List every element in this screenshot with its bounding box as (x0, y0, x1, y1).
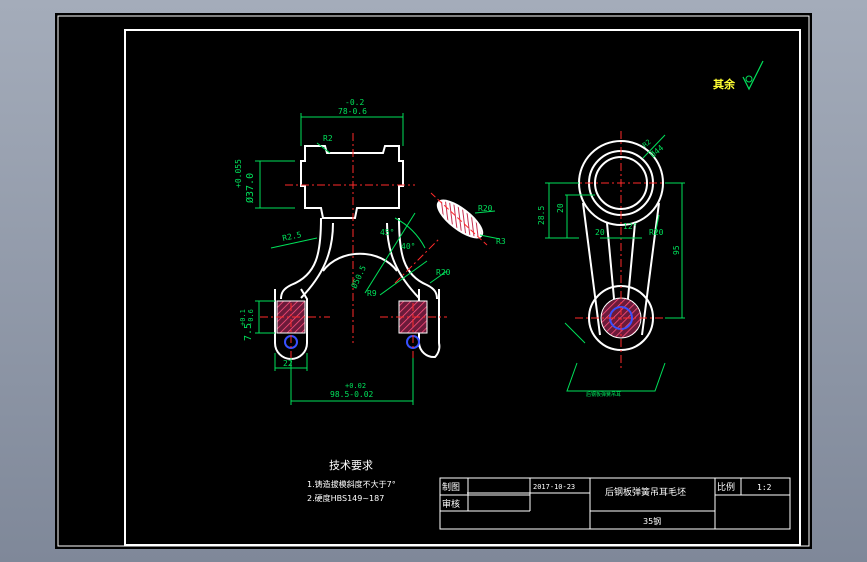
front-dimension-texts: -0.2 78-0.6 R2 +0.055 Ø37.0 R2.5 45° 40°… (234, 98, 451, 399)
dim-left-tol-top: +0.1 (239, 309, 247, 326)
notes-line2: 2.硬度HBS149~187 (307, 493, 384, 503)
dim-r9: R9 (367, 289, 377, 298)
front-centerlines (260, 133, 447, 358)
rib-section: R20 R3 (430, 192, 506, 246)
dim-a45: 45° (380, 228, 394, 237)
side-centerlines (569, 131, 675, 368)
dim-w20: 20 (595, 228, 605, 237)
dim-h20: 20 (556, 203, 565, 213)
dim-r20c: R20 (649, 228, 664, 237)
dim-left-tol-bot: -0.6 (247, 309, 255, 326)
front-dimension-lines (255, 113, 448, 405)
title-block-texts: 制图 审核 2017-10-23 后钢板弹簧吊耳毛坯 比例 1:2 35钢 (442, 481, 772, 526)
tb-scale-label: 比例 (717, 481, 735, 493)
tb-part-name: 后钢板弹簧吊耳毛坯 (605, 486, 686, 498)
technical-notes: 技术要求 1.铸造拔模斜度不大于7° 2.硬度HBS149~187 (307, 459, 396, 503)
tb-drawn-label: 制图 (442, 481, 460, 493)
side-bottom-label: 后钢板弹簧吊耳 (586, 391, 621, 398)
dim-r20b: R20 (478, 204, 493, 213)
dim-left-val: 7.5 (243, 323, 254, 341)
dim-bottom-small: 22 (283, 359, 293, 368)
side-dimension-texts: R2 Ø44 28.5 20 20 12° R20 95 后钢板弹簧吊耳 (537, 138, 681, 398)
dim-ang12: 12° (623, 222, 637, 231)
roughness-symbol: 其余 (713, 60, 764, 91)
dim-r-small: R2 (641, 138, 653, 150)
dim-r2: R2 (323, 134, 333, 143)
dim-dia-top: +0.055 (234, 159, 243, 188)
dim-top-tol: -0.2 (345, 98, 364, 107)
dim-h95: 95 (672, 245, 681, 255)
drawing-canvas: -0.2 78-0.6 R2 +0.055 Ø37.0 R2.5 45° 40°… (57, 15, 810, 547)
tb-checked-label: 审核 (442, 498, 460, 510)
dim-bottom-width: 98.5-0.02 (330, 390, 374, 399)
dim-r20a: R20 (436, 268, 451, 277)
dim-r3: R3 (496, 237, 506, 246)
notes-line1: 1.铸造拔模斜度不大于7° (307, 479, 396, 489)
tb-date: 2017-10-23 (533, 483, 575, 491)
side-dimension-lines (545, 134, 685, 392)
tb-material: 35钢 (643, 516, 661, 526)
dim-top-width: 78-0.6 (338, 107, 367, 116)
dim-dia-left: Ø50.5 (349, 264, 368, 290)
title-block-grid (439, 477, 791, 530)
tb-scale-value: 1:2 (757, 483, 772, 492)
roughness-text: 其余 (713, 77, 736, 91)
drawing-sheet: -0.2 78-0.6 R2 +0.055 Ø37.0 R2.5 45° 40°… (55, 13, 812, 549)
dim-bot-tol-top: +0.02 (345, 382, 366, 390)
notes-heading: 技术要求 (329, 459, 373, 472)
dim-h285: 28.5 (537, 206, 546, 225)
dim-dia-main: Ø37.0 (244, 173, 256, 203)
dim-a40: 40° (401, 242, 415, 251)
front-view (274, 145, 441, 360)
inner-border (124, 29, 801, 546)
dim-r25: R2.5 (282, 230, 303, 243)
